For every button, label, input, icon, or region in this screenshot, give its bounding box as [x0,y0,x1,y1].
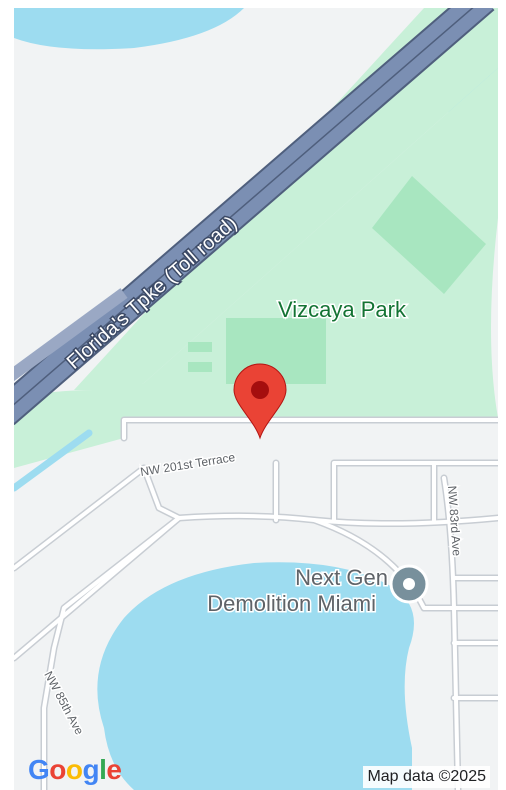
street-label-nw83: NW 83rd Ave [445,485,464,557]
google-logo[interactable]: Google [28,754,122,786]
pin-dot [251,381,269,399]
map-data-attribution[interactable]: Map data ©2025 [363,766,490,788]
poi-marker[interactable] [389,564,429,604]
map-pin-icon[interactable] [233,363,287,440]
map-svg: Florida's Tpke (Toll road) Vizcaya Park … [14,8,498,790]
water-top-left [14,8,244,50]
logo-letter-g2: g [82,754,100,785]
park-area [14,8,498,468]
park-court-1 [188,342,212,352]
location-dot-center [403,578,415,590]
map-canvas[interactable]: Florida's Tpke (Toll road) Vizcaya Park … [14,8,498,790]
park-field-diamond [372,176,486,294]
park-label[interactable]: Vizcaya Park [277,296,409,324]
highway-ramp [14,288,128,382]
logo-letter-o1: o [49,754,66,785]
highway[interactable] [14,8,495,426]
logo-letter-e: e [106,754,122,785]
highway-median [14,8,474,406]
pin-body [233,363,287,440]
logo-letter-g: G [28,754,50,785]
lake [97,562,414,790]
canal [14,429,93,492]
park-court-2 [188,362,212,372]
poi-name-line1[interactable]: Next Gen [294,564,390,592]
logo-letter-o2: o [65,754,83,785]
streets [14,418,498,790]
logo-letter-l: l [99,754,107,785]
park-strip [74,8,498,390]
poi-name-line2[interactable]: Demolition Miami [206,590,378,618]
